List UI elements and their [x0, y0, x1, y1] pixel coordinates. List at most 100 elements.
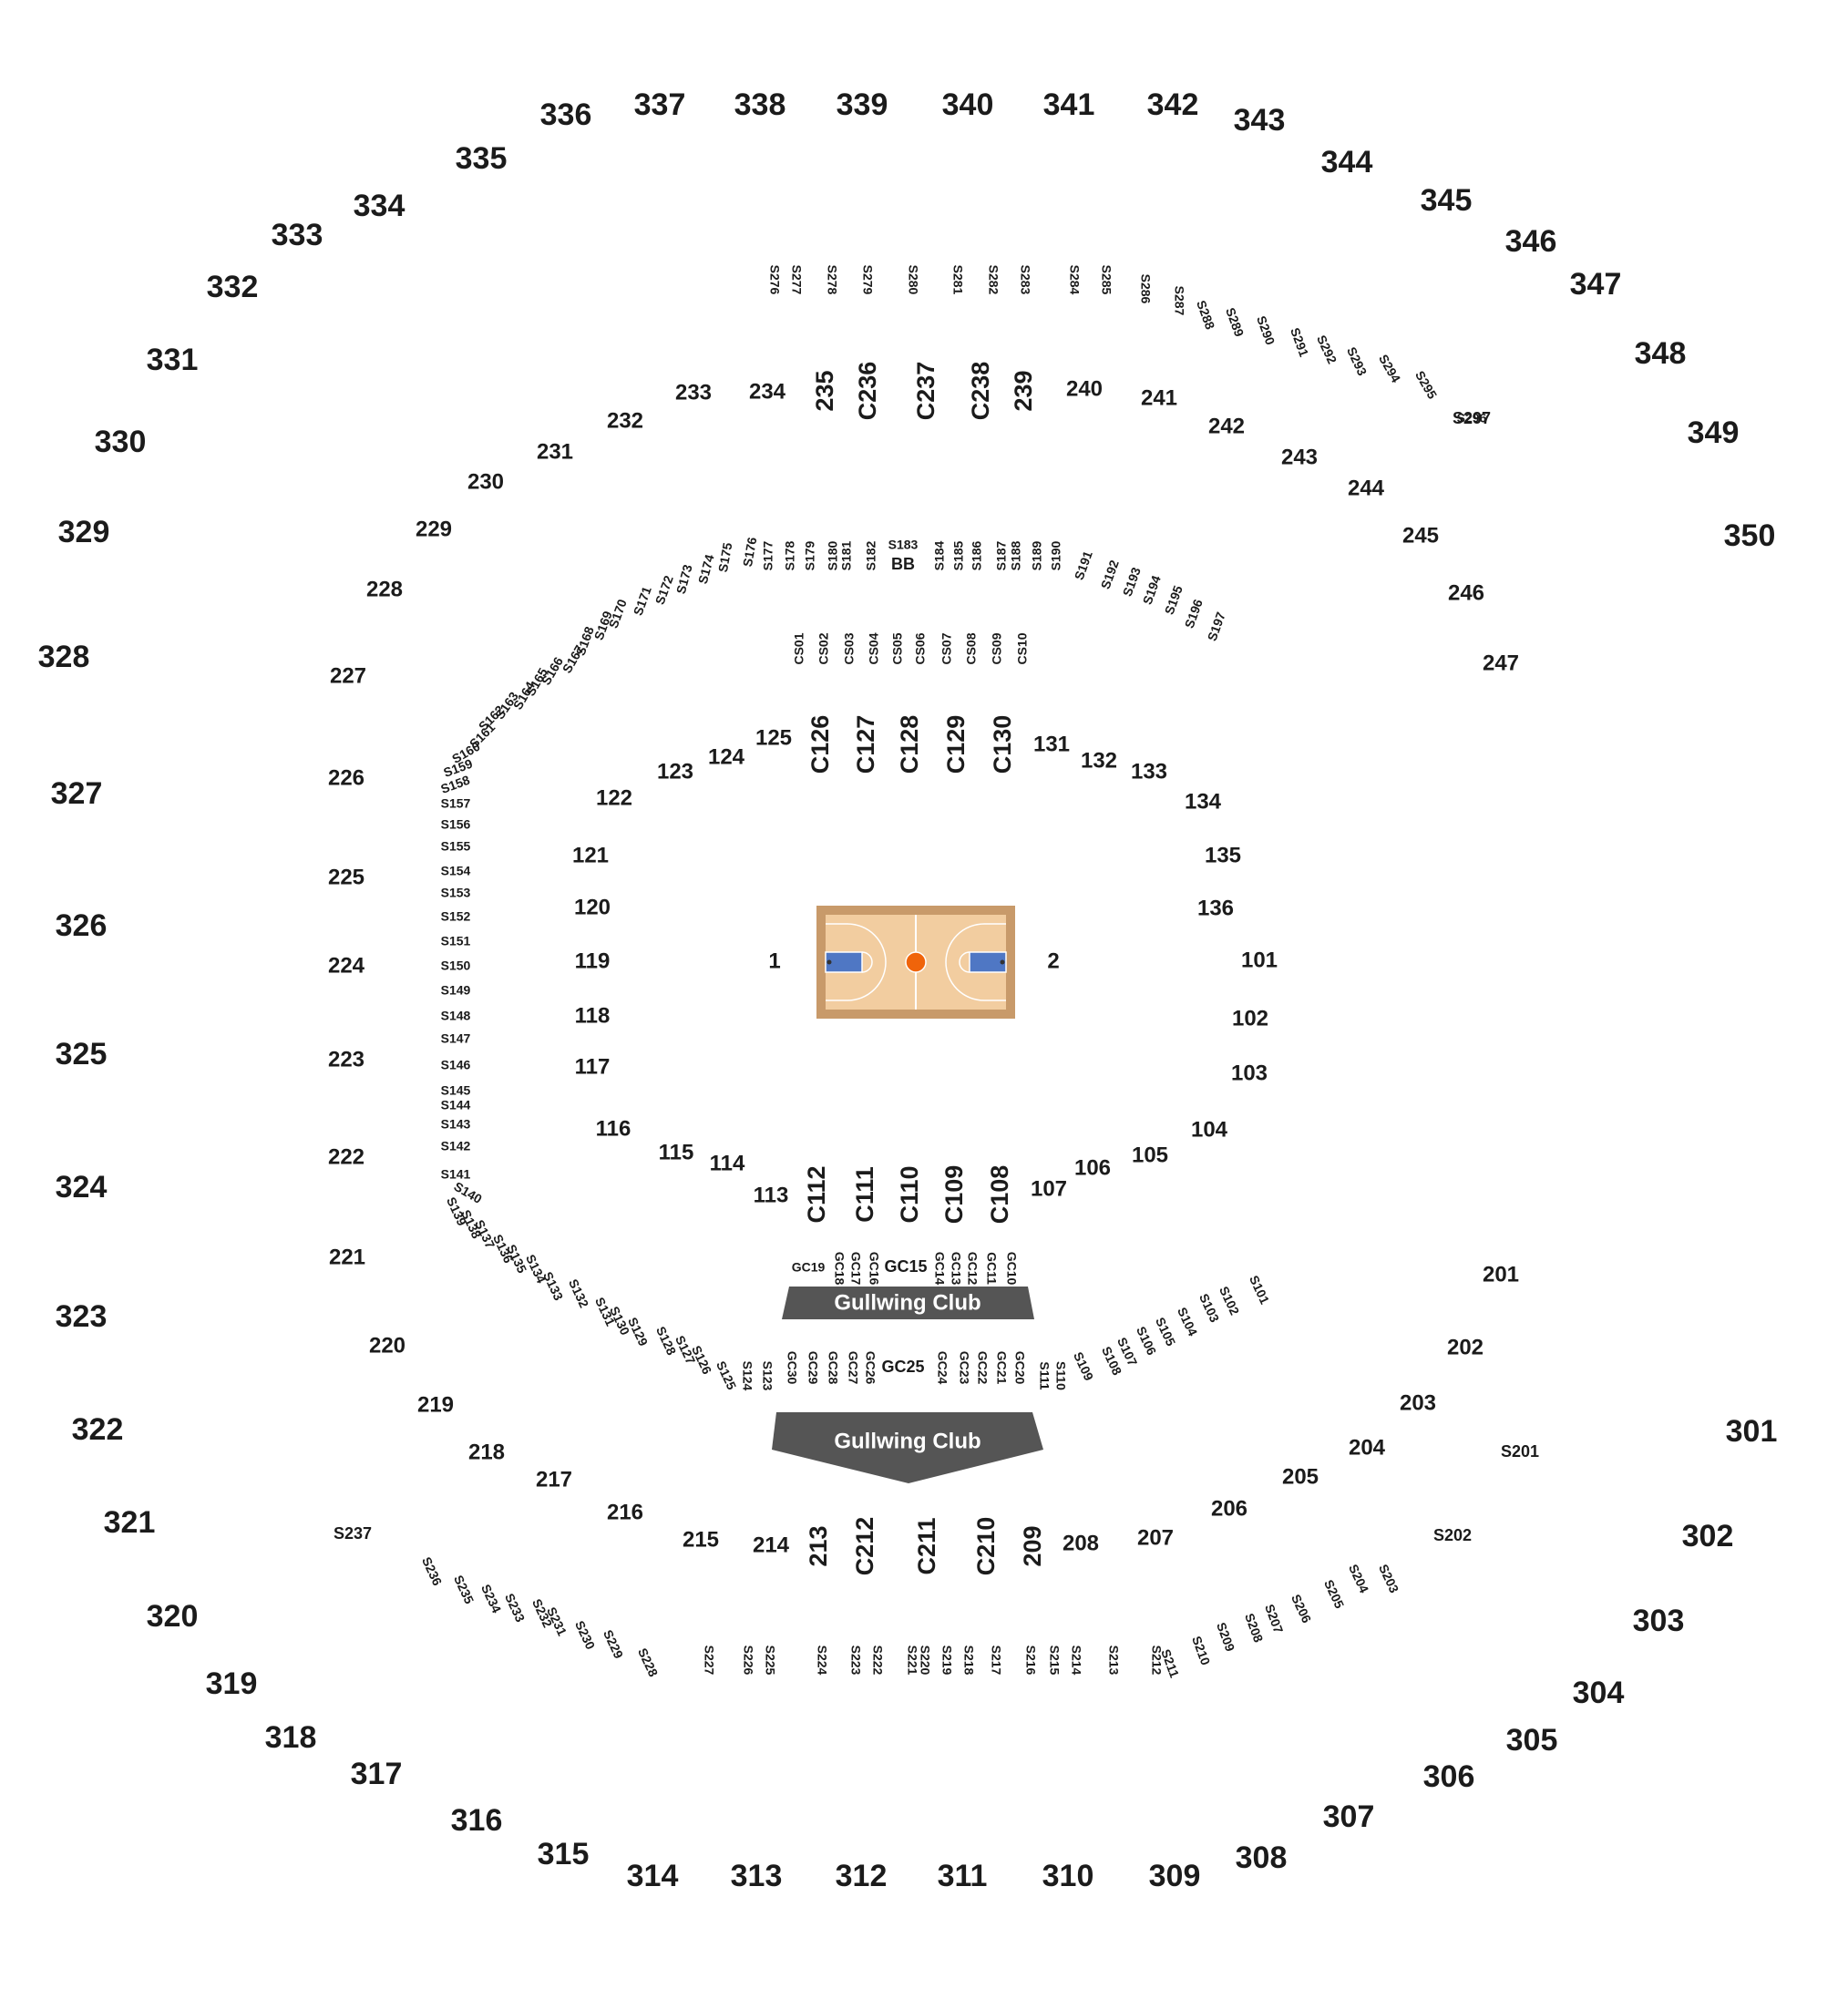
section-307[interactable]: 307: [1323, 1799, 1375, 1834]
section-329[interactable]: 329: [58, 515, 110, 549]
section-305[interactable]: 305: [1506, 1723, 1558, 1758]
section-s173[interactable]: S173: [673, 563, 695, 596]
section-s214[interactable]: S214: [1069, 1646, 1083, 1676]
section-s276[interactable]: S276: [767, 265, 782, 295]
section-122[interactable]: 122: [596, 785, 632, 810]
section-319[interactable]: 319: [206, 1666, 258, 1701]
section-207[interactable]: 207: [1137, 1525, 1174, 1550]
section-206[interactable]: 206: [1211, 1496, 1247, 1521]
section-310[interactable]: 310: [1042, 1859, 1094, 1893]
section-gc30[interactable]: GC30: [785, 1351, 799, 1385]
section-s219[interactable]: S219: [939, 1646, 954, 1676]
section-s235[interactable]: S235: [451, 1573, 477, 1606]
section-cs09[interactable]: CS09: [990, 632, 1004, 664]
section-c127[interactable]: C127: [852, 715, 879, 774]
section-cs05[interactable]: CS05: [890, 632, 905, 664]
section-227[interactable]: 227: [330, 663, 366, 688]
section-324[interactable]: 324: [56, 1170, 108, 1205]
section-s147[interactable]: S147: [441, 1031, 471, 1046]
section-s192[interactable]: S192: [1098, 558, 1122, 590]
section-s175[interactable]: S175: [715, 541, 734, 573]
section-s209[interactable]: S209: [1214, 1620, 1237, 1653]
section-s190[interactable]: S190: [1049, 540, 1063, 570]
section-s191[interactable]: S191: [1072, 549, 1095, 581]
section-s179[interactable]: S179: [803, 540, 817, 570]
section-s206[interactable]: S206: [1288, 1592, 1314, 1625]
section-218[interactable]: 218: [468, 1440, 505, 1464]
section-223[interactable]: 223: [328, 1047, 364, 1071]
section-s220[interactable]: S220: [918, 1646, 932, 1676]
section-349[interactable]: 349: [1688, 415, 1740, 450]
section-216[interactable]: 216: [607, 1500, 643, 1524]
section-115[interactable]: 115: [659, 1140, 694, 1164]
section-gc25[interactable]: GC25: [881, 1358, 924, 1376]
section-350[interactable]: 350: [1724, 518, 1776, 553]
section-s149[interactable]: S149: [441, 983, 471, 998]
section-123[interactable]: 123: [657, 759, 693, 784]
section-gc12[interactable]: GC12: [965, 1252, 980, 1286]
section-gc26[interactable]: GC26: [863, 1351, 878, 1385]
section-s156[interactable]: S156: [441, 817, 471, 832]
section-s208[interactable]: S208: [1242, 1611, 1266, 1644]
section-229[interactable]: 229: [416, 517, 452, 541]
section-s196[interactable]: S196: [1182, 597, 1206, 630]
section-302[interactable]: 302: [1682, 1519, 1734, 1553]
section-s181[interactable]: S181: [839, 540, 854, 570]
section-s101[interactable]: S101: [1247, 1273, 1272, 1307]
section-214[interactable]: 214: [753, 1533, 790, 1557]
section-s229[interactable]: S229: [601, 1627, 626, 1661]
section-106[interactable]: 106: [1074, 1155, 1111, 1180]
section-s237[interactable]: S237: [334, 1524, 372, 1543]
section-120[interactable]: 120: [574, 895, 611, 919]
section-s289[interactable]: S289: [1223, 305, 1247, 338]
section-gc28[interactable]: GC28: [826, 1351, 840, 1385]
section-c210[interactable]: C210: [972, 1517, 1000, 1576]
section-s217[interactable]: S217: [989, 1646, 1003, 1676]
section-s148[interactable]: S148: [441, 1009, 471, 1023]
section-231[interactable]: 231: [537, 439, 573, 464]
section-309[interactable]: 309: [1149, 1859, 1201, 1893]
section-222[interactable]: 222: [328, 1144, 364, 1169]
section-s293[interactable]: S293: [1344, 344, 1370, 378]
section-s185[interactable]: S185: [951, 540, 966, 570]
section-118[interactable]: 118: [575, 1003, 611, 1028]
section-gc18[interactable]: GC18: [832, 1252, 847, 1286]
section-gc24[interactable]: GC24: [935, 1351, 950, 1385]
section-s236[interactable]: S236: [419, 1554, 445, 1588]
section-s143[interactable]: S143: [441, 1117, 471, 1132]
section-331[interactable]: 331: [147, 343, 199, 377]
section-s141[interactable]: S141: [441, 1167, 471, 1182]
section-s213[interactable]: S213: [1106, 1646, 1121, 1676]
section-s189[interactable]: S189: [1030, 540, 1044, 570]
section-s132[interactable]: S132: [566, 1276, 591, 1310]
section-346[interactable]: 346: [1505, 224, 1557, 259]
section-334[interactable]: 334: [354, 189, 406, 223]
section-316[interactable]: 316: [451, 1803, 503, 1838]
section-241[interactable]: 241: [1141, 385, 1177, 410]
section-s104[interactable]: S104: [1175, 1305, 1200, 1338]
section-132[interactable]: 132: [1081, 748, 1117, 773]
section-c211[interactable]: C211: [913, 1517, 940, 1574]
section-s292[interactable]: S292: [1314, 333, 1340, 366]
section-c237[interactable]: C237: [912, 362, 939, 421]
section-s176[interactable]: S176: [740, 536, 759, 568]
section-306[interactable]: 306: [1423, 1759, 1475, 1794]
section-s155[interactable]: S155: [441, 839, 471, 854]
section-104[interactable]: 104: [1191, 1117, 1228, 1142]
section-s144[interactable]: S144: [441, 1098, 471, 1112]
section-345[interactable]: 345: [1421, 183, 1473, 218]
section-335[interactable]: 335: [456, 141, 508, 176]
section-347[interactable]: 347: [1570, 267, 1622, 302]
section-s205[interactable]: S205: [1321, 1577, 1347, 1611]
section-s283[interactable]: S283: [1018, 265, 1032, 295]
section-117[interactable]: 117: [575, 1054, 611, 1079]
section-340[interactable]: 340: [942, 87, 994, 122]
section-s203[interactable]: S203: [1376, 1562, 1401, 1595]
section-s111[interactable]: S111: [1037, 1361, 1052, 1389]
section-s221[interactable]: S221: [905, 1646, 919, 1676]
section-s233[interactable]: S233: [502, 1591, 528, 1625]
section-131[interactable]: 131: [1033, 732, 1070, 756]
section-s188[interactable]: S188: [1009, 540, 1023, 570]
section-s288[interactable]: S288: [1194, 298, 1217, 331]
section-326[interactable]: 326: [56, 908, 108, 943]
